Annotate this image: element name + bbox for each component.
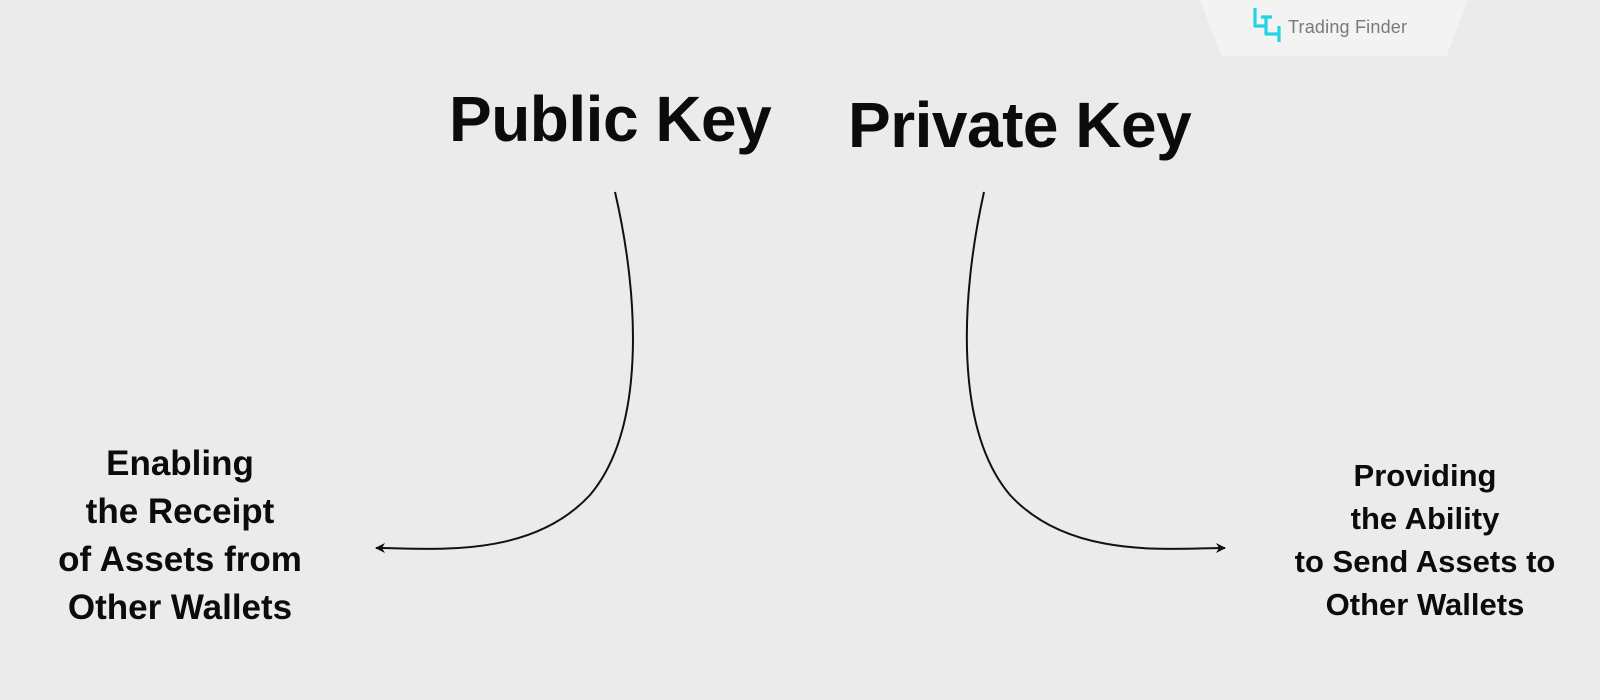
public-key-description: Enabling the Receipt of Assets from Othe… xyxy=(40,440,320,632)
private-key-description-line: to Send Assets to xyxy=(1294,544,1556,579)
public-key-description-line: Enabling xyxy=(106,444,254,483)
private-key-title: Private Key xyxy=(848,89,1192,161)
trading-finder-logo-icon xyxy=(1253,8,1281,42)
brand-name: Trading Finder xyxy=(1288,17,1408,37)
private-key-description-line: Providing xyxy=(1353,458,1497,493)
public-key-description-line: the Receipt xyxy=(85,492,275,531)
private-key-description-line: Other Wallets xyxy=(1325,587,1525,622)
public-key-description-line: of Assets from xyxy=(58,540,302,579)
private-key-arrow xyxy=(965,191,1226,554)
private-key-description: Providing the Ability to Send Assets to … xyxy=(1275,454,1575,626)
public-key-title: Public Key xyxy=(449,83,772,155)
public-key-arrow xyxy=(375,191,634,554)
logo-tab xyxy=(1200,0,1468,56)
public-key-description-line: Other Wallets xyxy=(67,588,293,627)
private-key-description-line: the Ability xyxy=(1350,501,1500,536)
